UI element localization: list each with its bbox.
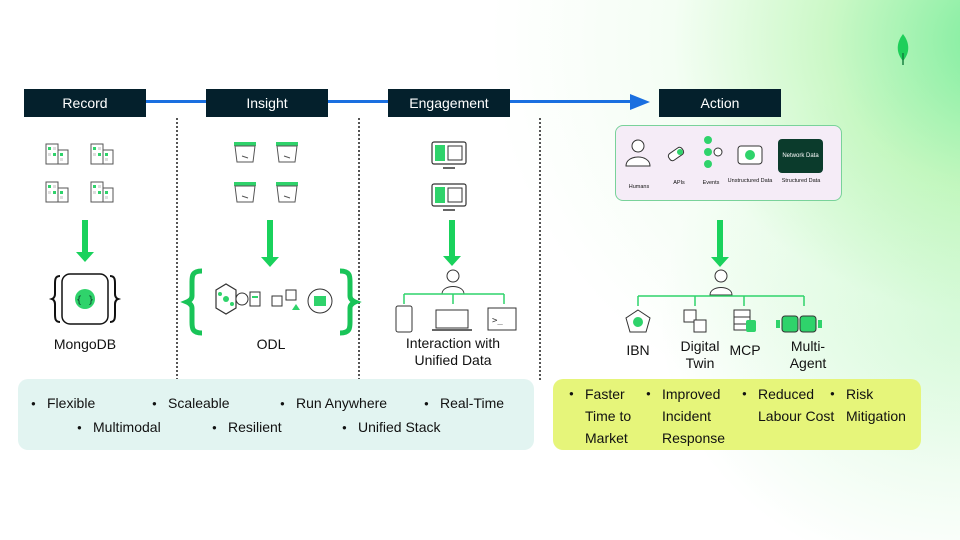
output-multi-agent-label: Multi- Agent — [789, 338, 827, 371]
capability-item: Run Anywhere — [280, 395, 387, 411]
interaction-label: Interaction with Unified Data — [388, 335, 518, 369]
separator — [358, 118, 360, 380]
interaction-label-line1: Interaction with — [405, 335, 501, 351]
capability-item: Resilient — [212, 419, 282, 435]
capability-item: Multimodal — [77, 419, 161, 435]
stage-engagement: Engagement — [388, 89, 510, 117]
stage-record: Record — [24, 89, 146, 117]
flow-arrowhead — [630, 94, 650, 110]
interaction-label-line2: Unified Data — [414, 352, 492, 368]
monitor-icon-group — [431, 141, 467, 211]
outcome-item-label: Faster Time to Market — [585, 386, 632, 446]
capability-item: Flexible — [31, 395, 95, 411]
buildings-icon-group — [45, 143, 114, 203]
leaf-icon — [897, 34, 909, 65]
outcome-item: ●Improved Incident Response — [646, 386, 726, 446]
capabilities-panel — [18, 379, 534, 450]
outcome-item-label: Reduced Labour Cost — [758, 386, 835, 424]
stage-insight: Insight — [206, 89, 328, 117]
output-ibn-label: IBN — [626, 342, 650, 358]
stage-action: Action — [659, 89, 781, 117]
outcome-item: ●Reduced Labour Cost — [742, 386, 835, 424]
outcome-item-label: Risk Mitigation — [846, 386, 906, 424]
mongodb-label: MongoDB — [53, 336, 117, 352]
svg-text:>_: >_ — [492, 316, 503, 326]
separator — [176, 118, 178, 380]
network-data-box: Network Data — [778, 139, 823, 173]
output-mcp-label: MCP — [729, 342, 761, 358]
output-digital-twin-label: Digital Twin — [680, 338, 720, 371]
outcome-item: ●Risk Mitigation — [830, 386, 906, 424]
svg-text:{ }: { } — [76, 295, 94, 306]
network-data-label: Network Data — [782, 152, 819, 159]
source-apis-label: APIs — [673, 180, 685, 186]
source-humans-label: Humans — [628, 184, 650, 190]
odl-icon — [180, 268, 362, 336]
capability-item: Scaleable — [152, 395, 229, 411]
source-unstructured-label: Unstructured Data — [727, 178, 773, 184]
action-diagram — [625, 269, 822, 333]
buckets-icon-group — [233, 141, 299, 203]
capability-item: Unified Stack — [342, 419, 441, 435]
outcome-item: ●Faster Time to Market — [569, 386, 632, 446]
separator — [539, 118, 541, 380]
source-events-label: Events — [702, 180, 720, 186]
mongodb-icon: { } — [48, 273, 122, 325]
outcome-item-label: Improved Incident Response — [662, 386, 726, 446]
interaction-diagram: >_ — [395, 269, 517, 333]
sources-icons — [625, 136, 763, 168]
odl-label: ODL — [256, 336, 286, 352]
outcomes-panel — [553, 379, 921, 450]
source-structured-label: Structured Data — [781, 178, 821, 184]
capability-item: Real-Time — [424, 395, 504, 411]
